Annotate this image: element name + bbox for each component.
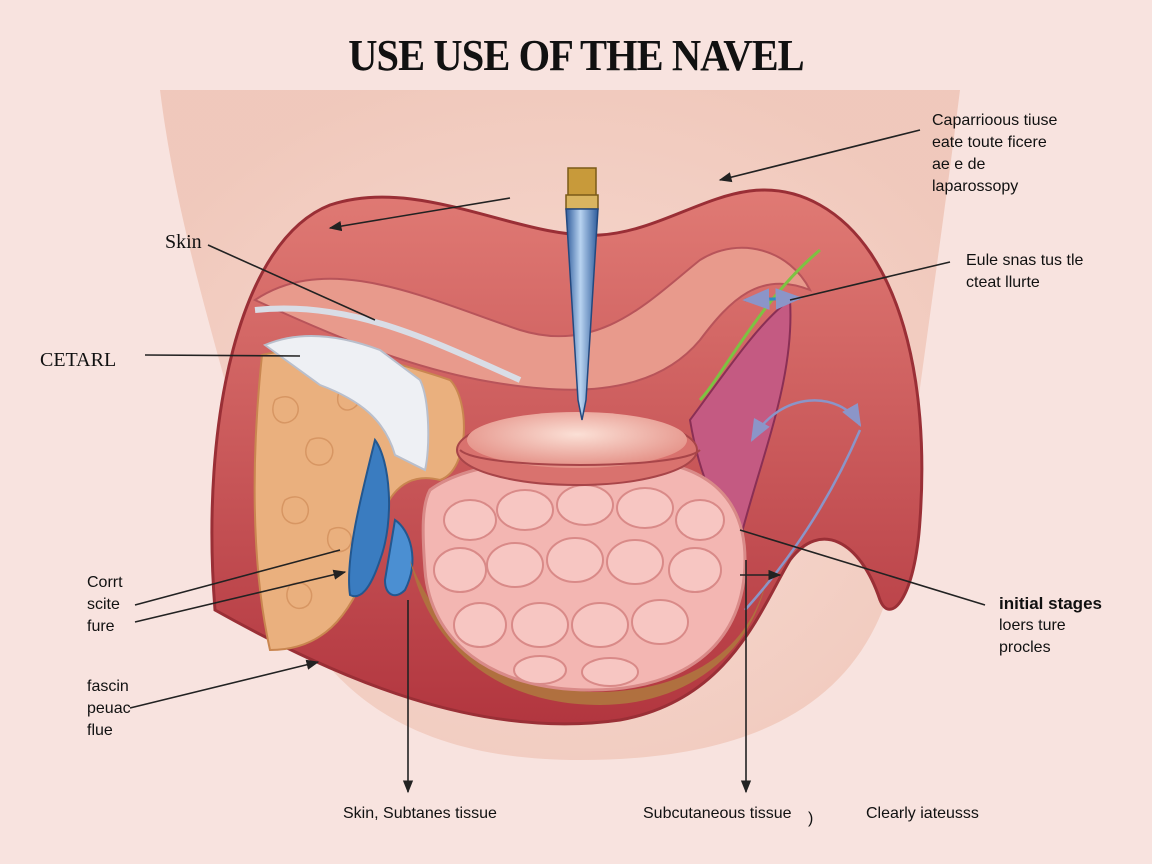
flow-arrow-2 [744,429,862,611]
label-right-mid: Eule snas tus tle cteat llurte [966,250,1083,294]
label-line: cteat llurte [966,274,1040,291]
label-line: Caparrioous tiuse [932,112,1058,129]
umbilical-vessel [348,437,391,598]
label-bottom-left: Skin, Subtanes tissue [343,805,497,822]
laparoscopic-trocar-icon [565,167,599,421]
navel-cavity [467,412,687,468]
label-line: eate toute ficere [932,134,1047,151]
label-bottom-mid-mark: ) [808,810,814,827]
pointer-left-2 [134,569,347,623]
label-line: procles [999,639,1051,656]
label-line: Corrt [87,574,123,591]
intestine-loops [433,484,725,687]
flow-arrow-1 [750,399,862,442]
label-line: loers ture [999,617,1066,634]
label-left-low: fascin peuac flue [87,676,131,742]
pointer-right-mid [789,261,951,301]
label-line: fascin [87,678,129,695]
pointer-top [328,197,511,232]
page-title: USE USE OF THE NAVEL [348,31,804,80]
pointer-skin [207,244,376,321]
label-skin: Skin [165,231,202,253]
label-line: peuac [87,700,131,717]
label-right-low: initial stages loers ture procles [999,593,1102,659]
label-line: fure [87,618,115,635]
pointer-right-low [739,529,986,606]
label-left-mid: Corrt scite fure [87,572,123,638]
fat-texture [272,386,361,610]
peritoneum-line [254,305,522,383]
label-bottom-mid: Subcutaneous tissue [643,805,792,822]
pointer-left-1 [134,549,341,606]
label-line: ae e de [932,156,986,173]
pointer-cetarl [144,354,301,357]
label-line: flue [87,722,113,739]
pointer-top-right [718,129,921,183]
label-line: scite [87,596,120,613]
label-line: initial stages [999,594,1102,613]
fascia-strip [262,334,430,472]
label-bottom-right: Clearly iateusss [866,805,979,822]
muscle-layer [252,246,813,391]
label-cetarl: CETARL [40,349,117,371]
label-top-right: Caparrioous tiuse eate toute ficere ae e… [932,110,1057,198]
pointer-left-low [129,659,320,709]
label-line: laparossopy [932,178,1019,195]
label-line: Eule snas tus tle [966,252,1084,269]
